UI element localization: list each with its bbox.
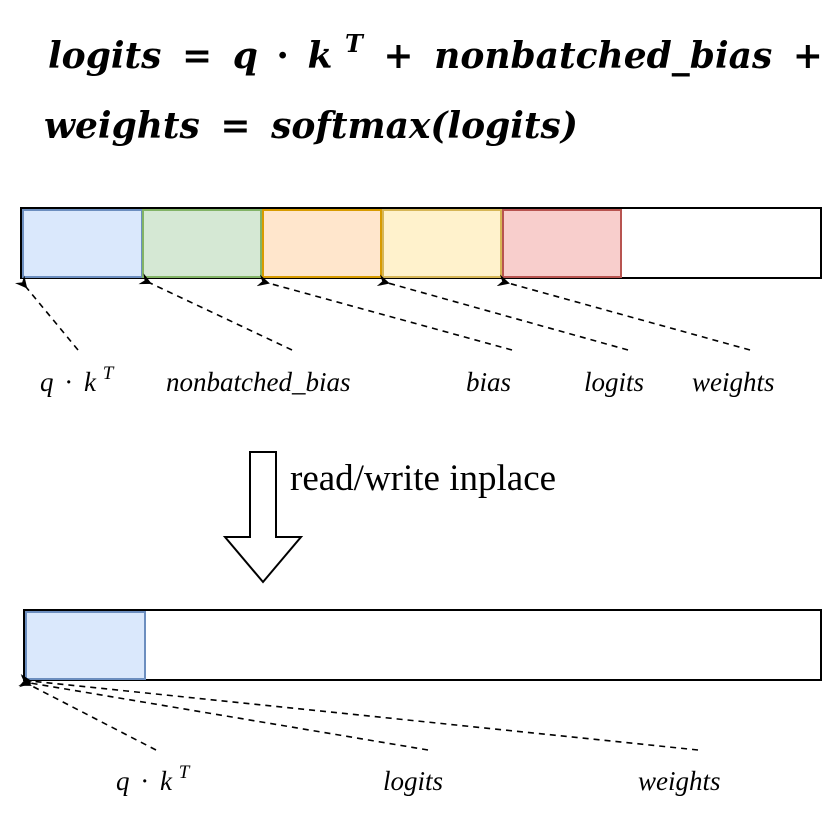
bottom-buffer <box>23 609 822 681</box>
arrow-bottom-logits <box>19 675 429 751</box>
top-label-qk: q · k T <box>40 363 115 397</box>
top-cell-logits <box>382 209 502 278</box>
eq1-dot: · <box>276 35 289 77</box>
eq1-k: k <box>308 35 333 77</box>
eq1-plus-1: + <box>383 35 413 77</box>
arrow-bias-to-cell <box>256 274 513 351</box>
eq1-sup-t: T <box>345 29 365 58</box>
top-label-nonbatched-bias: nonbatched_bias <box>166 367 350 397</box>
top-cell-qk <box>22 209 143 278</box>
eq2-lhs: weights <box>44 105 200 147</box>
top-cell-weights <box>502 209 622 278</box>
top-cell-nonbatched-bias <box>142 209 262 278</box>
top-label-logits: logits <box>584 367 644 397</box>
arrow-bottom-qk <box>18 675 157 751</box>
eq1-equals: = <box>182 35 212 77</box>
bottom-label-logits: logits <box>383 766 443 796</box>
equation-line-2: weights = softmax(logits) <box>44 105 578 147</box>
top-label-weights: weights <box>692 367 775 397</box>
eq1-plus-2: + <box>793 35 823 77</box>
arrow-logits-to-cell <box>376 274 629 351</box>
eq2-rhs: softmax(logits) <box>270 105 578 147</box>
top-label-bias: bias <box>466 367 511 397</box>
down-arrow-icon <box>222 451 304 584</box>
bottom-cell-qk <box>25 611 146 680</box>
transition-label: read/write inplace <box>290 458 556 499</box>
arrow-qk-to-cell <box>15 275 79 351</box>
arrow-bottom-weights <box>19 674 699 751</box>
eq1-lhs: logits <box>48 35 161 77</box>
arrow-nonbatched-bias-to-cell <box>138 273 293 351</box>
top-arrows <box>15 273 751 351</box>
arrow-weights-to-cell <box>496 274 751 351</box>
bottom-label-qk: q · k T <box>116 762 191 796</box>
eq2-equals: = <box>220 105 250 147</box>
top-buffer <box>20 207 822 279</box>
equation-line-1: logits = q · k T + nonbatched_bias + bia… <box>48 19 838 77</box>
eq1-q: q <box>233 35 258 77</box>
bottom-buffer-outline <box>23 609 822 681</box>
eq1-nonbatched-bias: nonbatched_bias <box>434 35 772 77</box>
bottom-arrows <box>18 674 699 751</box>
bottom-label-weights: weights <box>638 766 721 796</box>
top-cell-bias <box>262 209 382 278</box>
